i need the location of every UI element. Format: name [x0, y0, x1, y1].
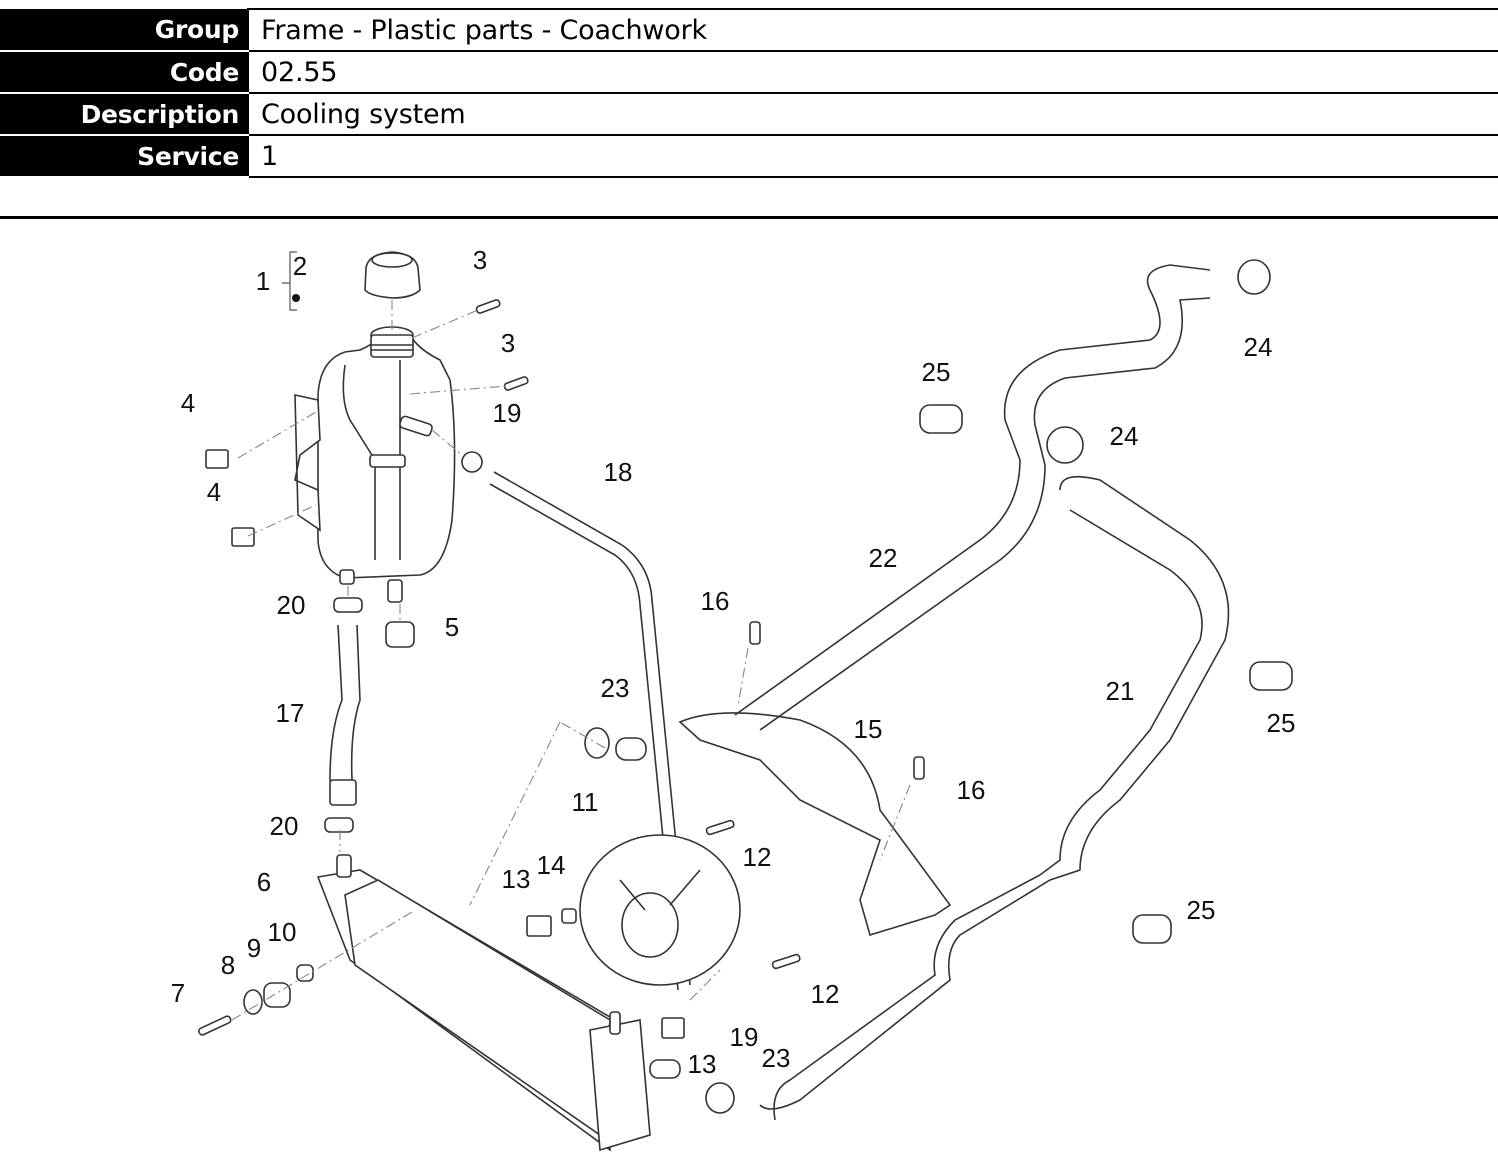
pin-16b	[913, 756, 925, 780]
service-value: 1	[247, 134, 1498, 178]
expansion-tank	[294, 326, 456, 603]
part-callout-23: 23	[762, 1043, 791, 1073]
nut-14	[561, 908, 577, 924]
group-bracket	[282, 251, 297, 311]
part-callout-3: 3	[473, 245, 487, 275]
part-callout-5: 5	[445, 612, 459, 642]
washer-8	[243, 989, 263, 1015]
part-callout-2: 2	[293, 251, 307, 281]
bush-9	[263, 982, 291, 1008]
part-callout-12: 12	[743, 842, 772, 872]
part-callout-19: 19	[730, 1022, 759, 1052]
code-value: 02.55	[247, 50, 1498, 94]
fan	[579, 834, 741, 986]
screw-3a	[475, 299, 501, 314]
clamp-24b	[1046, 426, 1084, 464]
clip-4a	[205, 449, 229, 469]
grommet-5	[385, 621, 415, 648]
group-label: Group	[0, 9, 248, 52]
clip-4b	[231, 527, 255, 547]
part-callout-21: 21	[1106, 676, 1135, 706]
clamp-20a	[333, 597, 363, 613]
part-callout-3: 3	[501, 328, 515, 358]
clip-13a	[526, 915, 552, 937]
part-callout-18: 18	[604, 457, 633, 487]
group-value: Frame - Plastic parts - Coachwork	[247, 8, 1498, 52]
info-row-group: Group Frame - Plastic parts - Coachwork	[0, 8, 1498, 52]
info-row-service: Service 1	[0, 134, 1498, 178]
part-callout-6: 6	[257, 867, 271, 897]
pin-16a	[749, 621, 761, 645]
part-callout-8: 8	[221, 950, 235, 980]
clamp-24a	[1237, 259, 1271, 295]
part-callout-9: 9	[247, 933, 261, 963]
code-label: Code	[0, 51, 248, 94]
part-callout-13: 13	[502, 864, 531, 894]
group-marker-dot	[292, 294, 300, 302]
part-callout-22: 22	[869, 543, 898, 573]
section-divider	[0, 216, 1498, 219]
part-callout-20: 20	[277, 590, 306, 620]
part-callout-20: 20	[270, 811, 299, 841]
screw-3b	[503, 376, 529, 391]
part-callout-13: 13	[688, 1049, 717, 1079]
clip-13b	[661, 1017, 685, 1039]
radiator	[316, 854, 681, 1152]
part-info-table: Group Frame - Plastic parts - Coachwork …	[0, 8, 1498, 178]
description-label: Description	[0, 93, 248, 136]
spacer-10	[296, 964, 314, 982]
clamp-25a	[919, 404, 963, 434]
part-callout-25: 25	[922, 357, 951, 387]
part-callout-25: 25	[1187, 895, 1216, 925]
part-callout-16: 16	[701, 586, 730, 616]
hose-17	[329, 624, 361, 801]
part-callout-1: 1	[256, 266, 270, 296]
part-callout-16: 16	[957, 775, 986, 805]
part-callout-11: 11	[572, 787, 599, 817]
clamp-23b	[705, 1082, 735, 1114]
hose-18	[493, 471, 691, 986]
part-callout-12: 12	[811, 979, 840, 1009]
part-callout-19: 19	[493, 398, 522, 428]
shroud-15	[678, 712, 952, 937]
part-callout-7: 7	[171, 978, 185, 1008]
hose-21	[759, 475, 1230, 1110]
hose-22	[734, 264, 1211, 716]
part-callout-14: 14	[537, 850, 566, 880]
clamp-25b	[1249, 661, 1293, 691]
bolt-7	[198, 1015, 232, 1036]
part-callout-10: 10	[268, 917, 297, 947]
clamp-20b	[324, 817, 354, 833]
part-callout-24: 24	[1110, 421, 1139, 451]
part-callout-25: 25	[1267, 708, 1296, 738]
info-row-description: Description Cooling system	[0, 92, 1498, 136]
clamp-19a	[461, 451, 483, 473]
part-callout-24: 24	[1244, 332, 1273, 362]
screw-12a	[705, 819, 735, 836]
part-callout-17: 17	[276, 698, 305, 728]
screw-12b	[771, 953, 801, 970]
part-callout-23: 23	[601, 673, 630, 703]
tank-cap	[364, 251, 421, 299]
service-label: Service	[0, 135, 248, 178]
part-callout-15: 15	[854, 714, 883, 744]
info-row-code: Code 02.55	[0, 50, 1498, 94]
clamp-25c	[1132, 914, 1172, 944]
description-value: Cooling system	[247, 92, 1498, 136]
part-callout-4: 4	[207, 477, 221, 507]
part-callout-4: 4	[181, 388, 195, 418]
